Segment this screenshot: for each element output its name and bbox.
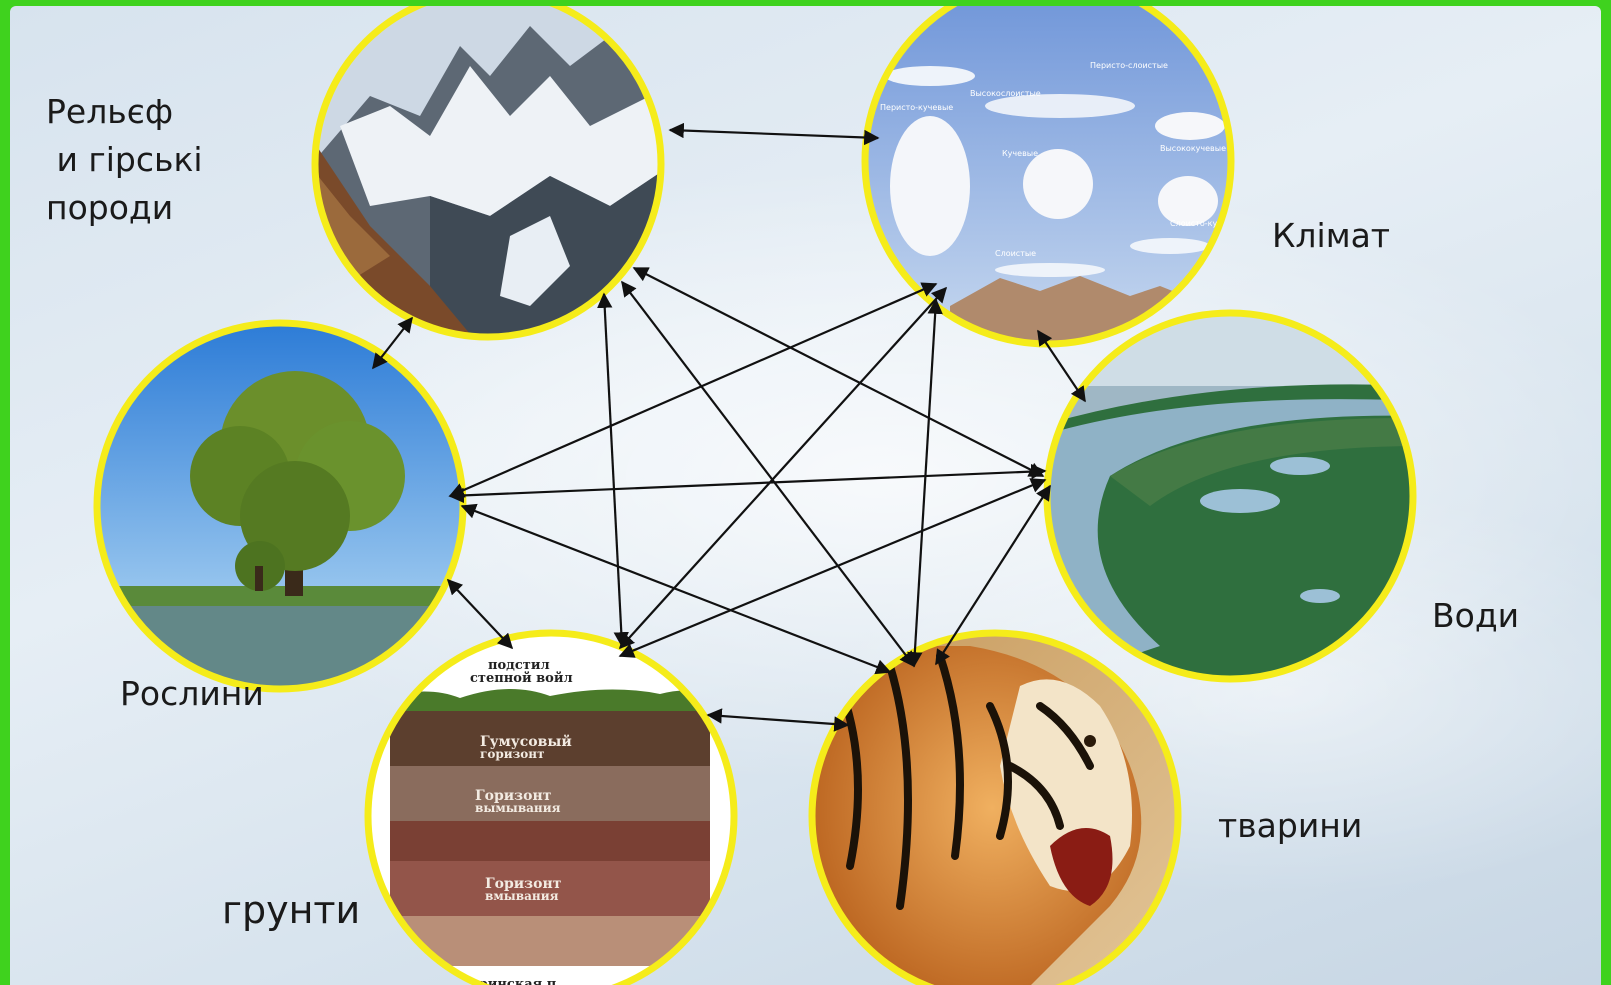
arrow-relief-soils: [597, 292, 629, 648]
node-plants-image: [93, 319, 467, 693]
clouds-caption: Слоисто-кучевые: [1170, 219, 1243, 228]
arrow-relief-climate: [668, 122, 880, 146]
relationship-diagram: Перисто-слоистые Высокослоистые Перисто-…: [93, 6, 1417, 985]
arrow-climate-waters: [1037, 329, 1086, 403]
node-waters-image: [1043, 309, 1417, 683]
node-relief-image: [311, 6, 665, 341]
label-waters: Води: [1432, 596, 1520, 635]
arrow-animals-waters: [935, 484, 1051, 666]
slide-background: Перисто-слоистые Высокослоистые Перисто-…: [10, 6, 1601, 985]
arrow-climate-animals: [907, 298, 943, 668]
clouds-caption: Кучевые: [1002, 149, 1038, 158]
label-soils: грунти: [222, 888, 361, 932]
soil-layer-caption: вмывания: [485, 889, 559, 903]
arrow-plants-waters: [448, 463, 1047, 504]
soil-layer-caption: горизонт: [480, 747, 545, 761]
label-plants: Рослини: [120, 674, 264, 713]
clouds-caption: Слоистые: [995, 249, 1036, 258]
label-relief: Рельєф и гірські породи: [46, 92, 203, 227]
clouds-caption: Перисто-кучевые: [880, 103, 953, 112]
soil-layer-caption: Гумусовый: [480, 733, 572, 750]
node-climate-image: Перисто-слоистые Высокослоистые Перисто-…: [861, 6, 1243, 348]
arrow-relief-animals: [621, 280, 915, 668]
clouds-caption: Высокослоистые: [970, 89, 1041, 98]
arrow-soils-waters: [618, 478, 1047, 658]
label-animals: тварини: [1218, 806, 1363, 845]
soil-layer-caption: Горизонт: [475, 788, 552, 804]
clouds-caption: Перисто-слоистые: [1090, 61, 1168, 70]
soil-layer-caption: Горизонт: [485, 876, 562, 892]
arrow-plants-relief: [372, 316, 413, 370]
soil-layer-caption: вымывания: [475, 801, 561, 815]
node-soils-image: Гумусовый горизонт Горизонт вымывания Го…: [364, 629, 738, 985]
node-animals-image: [808, 629, 1182, 985]
soil-top-caption: степной войл: [470, 671, 573, 686]
clouds-caption: Высококучевые: [1160, 144, 1226, 153]
soil-bottom-caption: оринская п: [470, 977, 557, 985]
label-climate: Клімат: [1272, 216, 1391, 255]
arrow-soils-plants: [446, 578, 514, 650]
arrow-animals-soils: [706, 708, 850, 732]
